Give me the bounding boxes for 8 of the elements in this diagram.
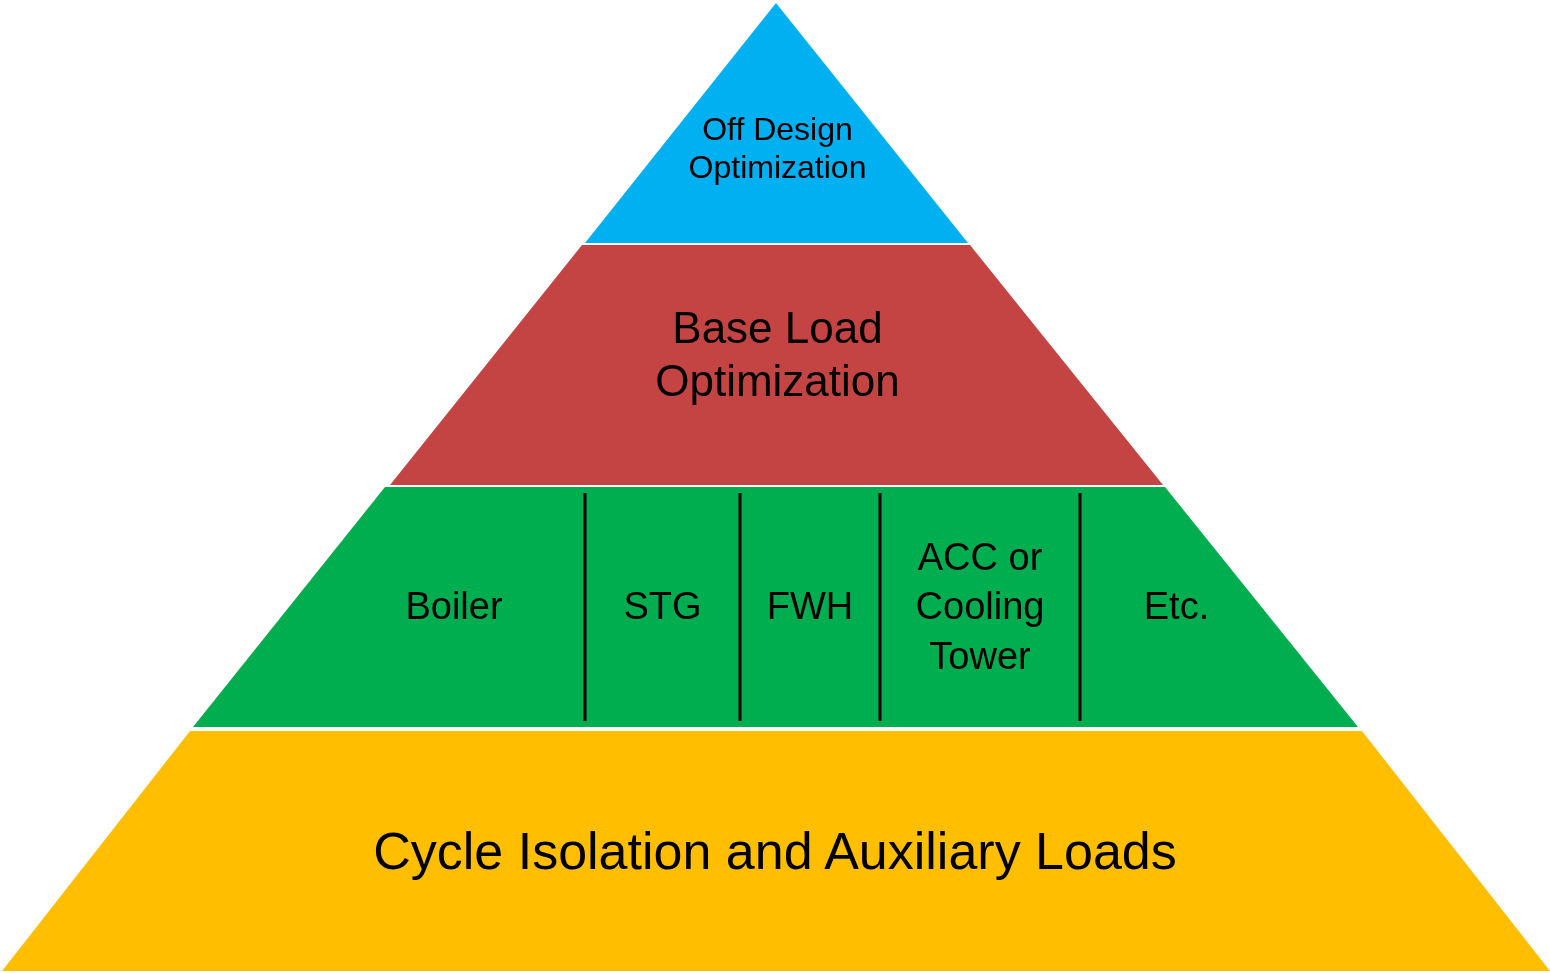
tier-label: Off Design Optimization (687, 109, 868, 187)
segment-label: Etc. (1080, 487, 1273, 727)
segment-label: Boiler (323, 487, 585, 727)
segment-label: ACC or Cooling Tower (880, 487, 1080, 727)
segment-label: STG (585, 487, 740, 727)
tier-label: Base Load Optimization (654, 302, 901, 407)
tier-label: Cycle Isolation and Auxiliary Loads (372, 820, 1178, 882)
segment-label: FWH (740, 487, 880, 727)
